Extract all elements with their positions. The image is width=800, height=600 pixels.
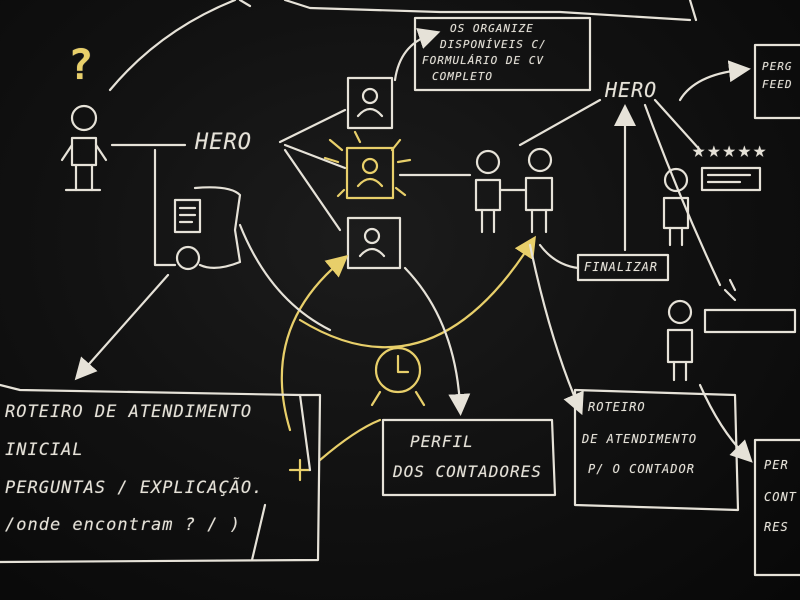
top-note-line: DISPONÍVEIS C/ bbox=[440, 38, 547, 51]
script-right-line: P/ O CONTADOR bbox=[588, 462, 695, 476]
box-top-right-line: FEED bbox=[762, 78, 793, 91]
script-left-line: /onde encontram ? / ) bbox=[5, 515, 241, 535]
box-far-right-line: PER bbox=[764, 458, 789, 472]
box-far-right-line: RES bbox=[764, 520, 789, 534]
profile-box-center bbox=[381, 418, 557, 497]
box-far-right-line: CONT bbox=[764, 490, 797, 504]
person-pair bbox=[474, 147, 554, 234]
person-speech bbox=[666, 278, 797, 382]
top-note-line: FORMULÁRIO DE CV bbox=[422, 54, 544, 67]
profile-center-line: PERFIL bbox=[410, 432, 474, 451]
hero-right-lines bbox=[643, 60, 751, 287]
script-right-line: ROTEIRO bbox=[588, 400, 646, 414]
script-left-line: PERGUNTAS / EXPLICAÇÃO. bbox=[5, 478, 264, 498]
profile-card-top bbox=[346, 76, 394, 130]
person-rating bbox=[662, 166, 762, 247]
box-top-right bbox=[753, 43, 800, 120]
question-mark: ? bbox=[68, 40, 95, 89]
hero-fan-lines bbox=[278, 108, 347, 232]
top-note-box bbox=[413, 16, 592, 92]
arrow-person-to-top bbox=[108, 0, 237, 92]
hero-label-left: HERO bbox=[195, 130, 252, 155]
finalizar-label: FINALIZAR bbox=[584, 260, 659, 274]
box-far-right bbox=[753, 438, 800, 577]
line-pair-to-hero-right bbox=[518, 98, 602, 147]
plus-sign: + bbox=[292, 455, 294, 456]
yellow-flow-arrows bbox=[280, 235, 536, 462]
plus-mark bbox=[288, 458, 312, 482]
hero-label-right: HERO bbox=[605, 78, 658, 102]
script-box-left bbox=[0, 383, 322, 564]
top-note-line: OS ORGANIZE bbox=[450, 22, 534, 35]
document-question-icon bbox=[153, 148, 242, 271]
top-note-line: COMPLETO bbox=[432, 70, 493, 83]
box-top-right-line: PERG bbox=[762, 60, 793, 73]
top-edge-strokes bbox=[238, 0, 698, 22]
script-left-line: INICIAL bbox=[5, 440, 84, 460]
profile-card-bottom bbox=[346, 216, 402, 270]
profile-card-highlighted bbox=[323, 130, 412, 200]
person-figure-left bbox=[60, 104, 108, 192]
script-left-line: ROTEIRO DE ATENDIMENTO bbox=[5, 402, 253, 422]
profile-center-line: DOS CONTADORES bbox=[393, 462, 542, 481]
finalizar-box bbox=[576, 253, 670, 282]
rating-stars: ★★★★★ bbox=[692, 138, 769, 163]
arrow-to-top-note bbox=[393, 28, 441, 82]
clock-icon bbox=[370, 346, 426, 407]
line-pair-to-finalizar bbox=[538, 243, 580, 270]
script-box-right bbox=[573, 388, 740, 512]
script-right-line: DE ATENDIMENTO bbox=[582, 432, 698, 446]
arrow-down-to-script-box bbox=[74, 273, 170, 381]
